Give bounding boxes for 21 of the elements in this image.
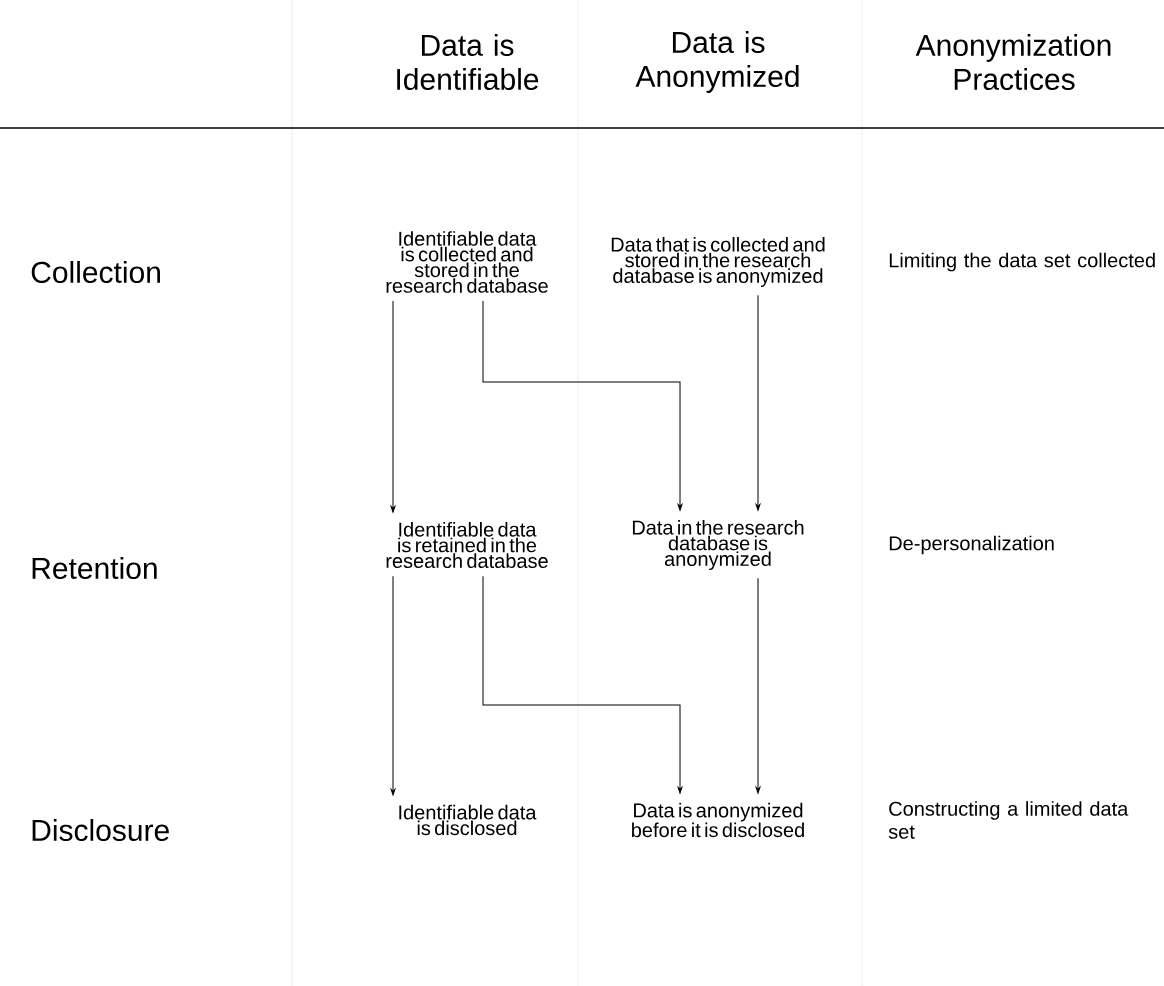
arrow [755,294,761,511]
header: Anonymization Practices [915,34,1111,90]
practice-text: De-personalization [889,535,1054,555]
cell-text: Identifiable data is disclosed [399,804,537,836]
practice-text: Limiting the data set collected [889,252,1155,272]
arrow [390,300,396,513]
cell-text: Identifiable data is retained in the research database [386,522,548,569]
arrow [482,575,683,794]
arrow [482,300,683,511]
cell-text: Data is anonymized before it is disclosed [632,802,804,838]
row-header: Disclosure [32,819,169,842]
header: Data is Identifiable [397,34,539,90]
arrow [390,575,396,796]
practice-text: Constructing a limited data set [888,801,1129,839]
row-header: Retention [32,557,157,580]
cell-text: Data in the research database is anonymized [632,520,804,570]
arrow [755,577,761,794]
header: Data is Anonymized [635,31,799,93]
cell-text: Identifiable data is collected and stored in the research database [386,231,548,293]
cell-text: Data that is collected and stored in the research database is anonymized [611,237,825,287]
row-header: Collection [31,261,160,284]
